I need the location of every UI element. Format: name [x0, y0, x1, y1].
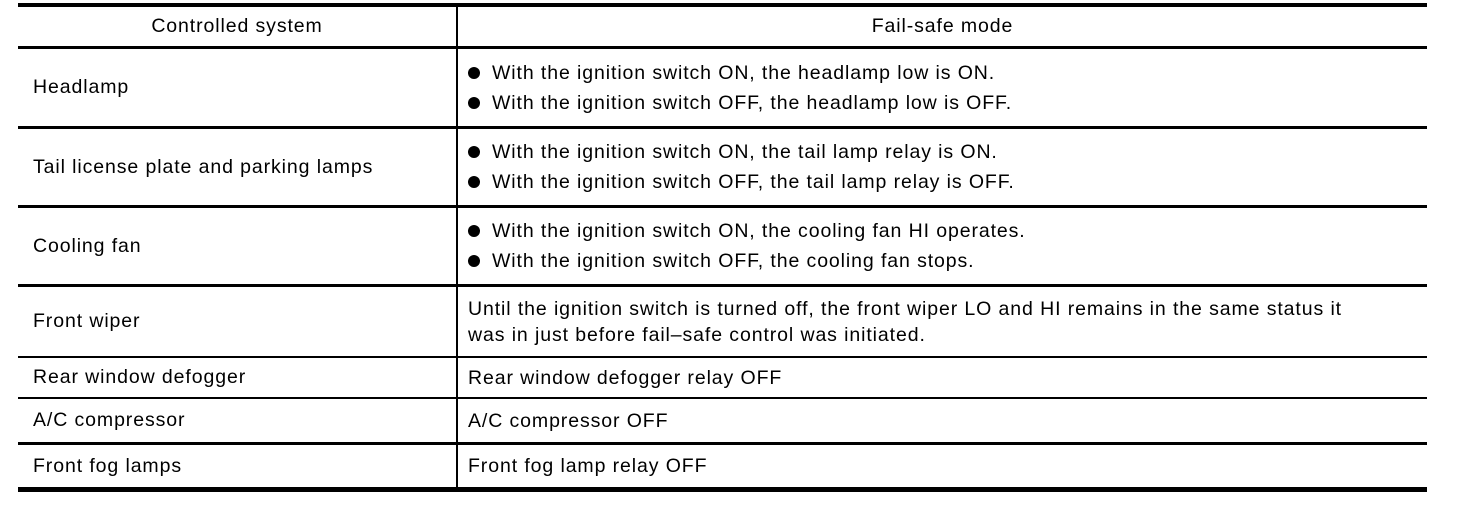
- bullet-text: With the ignition switch ON, the headlam…: [492, 61, 996, 84]
- controlled-system-cell: Front wiper: [18, 287, 458, 356]
- bullet-text: With the ignition switch OFF, the tail l…: [492, 171, 1015, 193]
- bullet-list: With the ignition switch ON, the cooling…: [468, 218, 1367, 274]
- bullet-item: With the ignition switch OFF, the coolin…: [468, 248, 1367, 274]
- fail-safe-mode-cell: Front fog lamp relay OFF: [458, 445, 1427, 487]
- bullet-icon: [468, 146, 480, 158]
- column-header-label: Fail-safe mode: [871, 15, 1014, 37]
- system-label: Rear window defogger: [33, 366, 247, 388]
- column-header-controlled-system: Controlled system: [18, 7, 458, 46]
- column-header-label: Controlled system: [151, 15, 323, 37]
- table-row: Front fog lamps Front fog lamp relay OFF: [18, 445, 1427, 487]
- system-label: A/C compressor: [33, 409, 186, 431]
- fail-safe-mode-cell: A/C compressor OFF: [458, 399, 1427, 442]
- controlled-system-cell: A/C compressor: [18, 399, 458, 442]
- bullet-icon: [468, 176, 480, 188]
- bullet-item: With the ignition switch ON, the cooling…: [468, 218, 1367, 244]
- mode-text: Front fog lamp relay OFF: [468, 455, 708, 477]
- table-header-row: Controlled system Fail-safe mode: [18, 7, 1427, 49]
- system-label: Headlamp: [33, 76, 130, 98]
- bullet-item: With the ignition switch OFF, the tail l…: [468, 169, 1367, 195]
- bullet-item: With the ignition switch ON, the tail la…: [468, 139, 1367, 165]
- fail-safe-mode-cell: With the ignition switch ON, the cooling…: [458, 208, 1427, 284]
- table-row: Tail license plate and parking lamps Wit…: [18, 129, 1427, 208]
- fail-safe-mode-cell: With the ignition switch ON, the tail la…: [458, 129, 1427, 205]
- fail-safe-mode-cell: With the ignition switch ON, the headlam…: [458, 49, 1427, 126]
- controlled-system-cell: Cooling fan: [18, 208, 458, 284]
- system-label: Front fog lamps: [33, 454, 182, 477]
- bullet-text: With the ignition switch ON, the tail la…: [492, 141, 998, 163]
- table-row: Cooling fan With the ignition switch ON,…: [18, 208, 1427, 287]
- controlled-system-cell: Rear window defogger: [18, 358, 458, 397]
- bullet-text: With the ignition switch ON, the cooling…: [492, 220, 1026, 242]
- table-row: Headlamp With the ignition switch ON, th…: [18, 49, 1427, 129]
- fail-safe-mode-cell: Rear window defogger relay OFF: [458, 358, 1427, 397]
- bullet-list: With the ignition switch ON, the tail la…: [468, 139, 1367, 195]
- mode-text: Rear window defogger relay OFF: [468, 366, 783, 389]
- bullet-icon: [468, 225, 480, 237]
- table-row: Front wiper Until the ignition switch is…: [18, 287, 1427, 358]
- system-label: Tail license plate and parking lamps: [33, 155, 374, 178]
- mode-text: Until the ignition switch is turned off,…: [468, 297, 1342, 346]
- table-row: A/C compressor A/C compressor OFF: [18, 399, 1427, 445]
- bullet-icon: [468, 255, 480, 267]
- bullet-text: With the ignition switch OFF, the coolin…: [492, 250, 975, 272]
- bullet-item: With the ignition switch OFF, the headla…: [468, 90, 1367, 116]
- bullet-item: With the ignition switch ON, the headlam…: [468, 60, 1367, 86]
- fail-safe-mode-cell: Until the ignition switch is turned off,…: [458, 287, 1427, 356]
- controlled-system-cell: Headlamp: [18, 49, 458, 126]
- system-label: Front wiper: [33, 310, 141, 332]
- bullet-text: With the ignition switch OFF, the headla…: [492, 91, 1013, 114]
- column-header-fail-safe-mode: Fail-safe mode: [458, 7, 1427, 46]
- bullet-list: With the ignition switch ON, the headlam…: [468, 60, 1367, 116]
- fail-safe-table: Controlled system Fail-safe mode Headlam…: [18, 3, 1427, 492]
- bullet-icon: [468, 96, 480, 109]
- controlled-system-cell: Tail license plate and parking lamps: [18, 129, 458, 205]
- table-row: Rear window defogger Rear window defogge…: [18, 358, 1427, 399]
- bullet-icon: [468, 66, 480, 79]
- system-label: Cooling fan: [33, 234, 142, 257]
- controlled-system-cell: Front fog lamps: [18, 445, 458, 487]
- mode-text: A/C compressor OFF: [468, 409, 669, 432]
